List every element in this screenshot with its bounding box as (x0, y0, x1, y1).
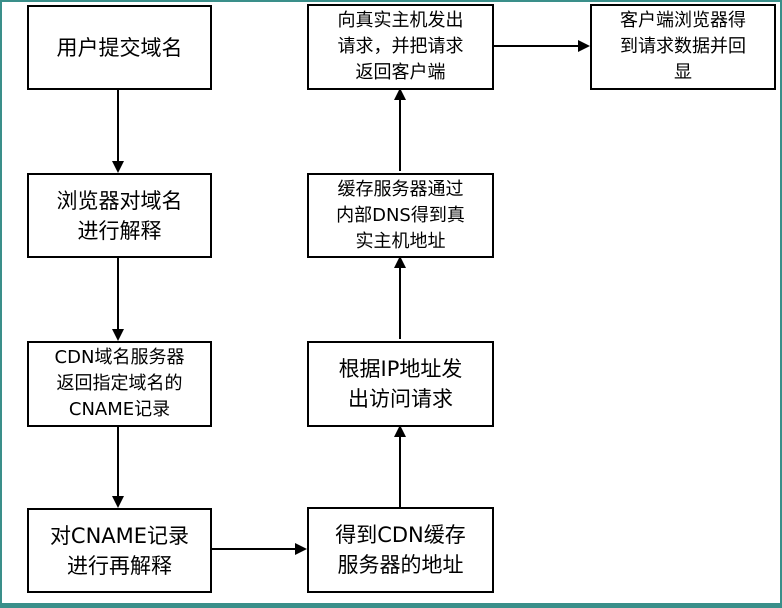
node-ip-request: 根据IP地址发 出访问请求 (307, 341, 494, 427)
node-get-cache-address: 得到CDN缓存 服务器的地址 (307, 507, 494, 593)
node-cname-reresolve: 对CNAME记录 进行再解释 (27, 508, 212, 593)
node-cache-dns-lookup: 缓存服务器通过 内部DNS得到真 实主机地址 (307, 173, 494, 258)
node-browser-display: 客户端浏览器得 到请求数据并回 显 (590, 4, 776, 90)
node-browser-resolve: 浏览器对域名 进行解释 (27, 173, 212, 258)
node-cdn-cname-record: CDN域名服务器 返回指定域名的 CNAME记录 (27, 341, 212, 427)
node-request-real-host: 向真实主机发出 请求，并把请求 返回客户端 (307, 4, 494, 90)
node-submit-domain: 用户提交域名 (27, 5, 212, 90)
